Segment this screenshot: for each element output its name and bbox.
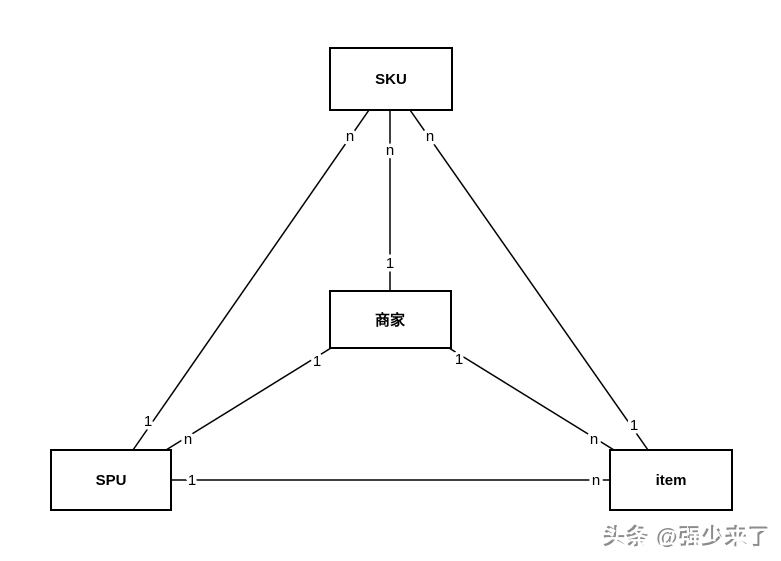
edge-merchant-item-cardinality-item-end: n [590, 431, 598, 448]
node-sku: SKU [329, 47, 453, 111]
edge-merchant-item-cardinality-merchant-end: 1 [455, 351, 463, 368]
edge-merchant-spu-cardinality-spu-end: n [184, 431, 192, 448]
edge-merchant-spu-cardinality-merchant-end: 1 [313, 353, 321, 370]
node-sku-label: SKU [375, 71, 407, 88]
node-spu: SPU [50, 449, 172, 511]
edge-sku-spu-cardinality-spu-end: 1 [144, 413, 152, 430]
edge-sku-merchant-cardinality-merchant-end: 1 [386, 255, 394, 272]
edge-sku-spu-line [132, 109, 370, 451]
edge-sku-item-cardinality-sku-end: n [426, 128, 434, 145]
edge-sku-item-line [409, 109, 649, 451]
node-item-box [609, 449, 733, 511]
node-spu-label: SPU [96, 472, 127, 489]
edge-sku-item-cardinality-item-end: 1 [630, 417, 638, 434]
node-spu-box [50, 449, 172, 511]
node-sku-box [329, 47, 453, 111]
edge-spu-item-cardinality-item-end: n [592, 472, 600, 489]
node-item: item [609, 449, 733, 511]
node-merchant: 商家 [329, 290, 452, 349]
edge-spu-item-cardinality-spu-end: 1 [188, 472, 196, 489]
edge-sku-merchant-cardinality-sku-end: n [386, 142, 394, 159]
edge-sku-spu-cardinality-sku-end: n [346, 128, 354, 145]
edge-merchant-spu-line [165, 347, 332, 451]
edge-merchant-item-line [448, 347, 615, 451]
node-item-label: item [656, 472, 687, 489]
watermark-text: 头条 @强少来了 [603, 519, 772, 553]
node-merchant-label: 商家 [375, 311, 405, 329]
node-merchant-box [329, 290, 452, 349]
